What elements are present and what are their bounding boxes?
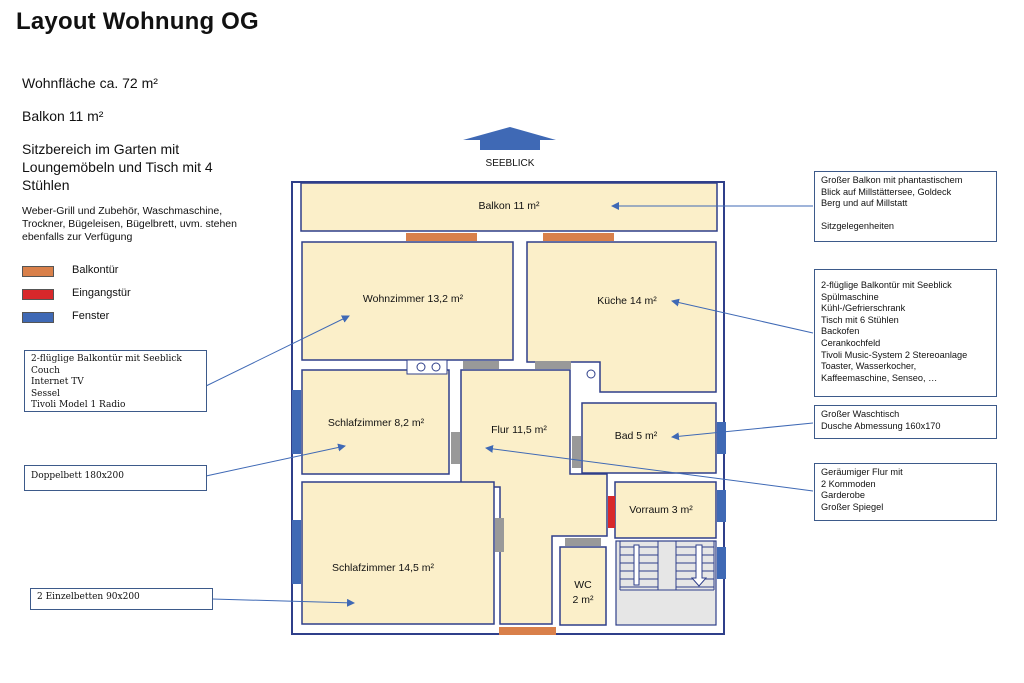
door-kueche bbox=[535, 361, 571, 369]
eingangstuer bbox=[608, 496, 615, 528]
callout-kueche-line: Spülmaschine bbox=[821, 291, 879, 302]
leader-schlafzimmer2 bbox=[211, 598, 355, 607]
callout-balkon-line: Großer Balkon mit phantastischem bbox=[821, 175, 963, 185]
room-vorraum bbox=[614, 481, 717, 539]
room-bad bbox=[581, 402, 717, 474]
callout-wohnzimmer: 2-flüglige Balkontür mit Seeblick Couch … bbox=[24, 350, 207, 412]
callout-flur-line: Garderobe bbox=[821, 490, 865, 501]
info-wohnflaeche: Wohnfläche ca. 72 m² bbox=[22, 75, 158, 91]
callout-balkon-line: Berg und auf Millstatt bbox=[821, 198, 908, 209]
info-extra-line3: ebenfalls zur Verfügung bbox=[22, 231, 133, 243]
callout-schlafzimmer1: Doppelbett 180x200 bbox=[24, 465, 207, 491]
legend-swatch-eingangstuer bbox=[22, 289, 54, 300]
seeblick-arrow-icon bbox=[463, 127, 556, 150]
info-extra-line1: Weber-Grill und Zubehör, Waschmaschine, bbox=[22, 205, 223, 217]
room-schlafzimmer1 bbox=[301, 369, 450, 475]
legend-label-balkontuer: Balkontür bbox=[72, 264, 119, 276]
info-sitz-line3: Stühlen bbox=[22, 177, 70, 193]
callout-balkon: Großer Balkon mit phantastischem Blick a… bbox=[814, 171, 997, 242]
callout-kueche-line: Toaster, Wasserkocher, bbox=[821, 361, 917, 372]
callout-wohnzimmer-line: Tivoli Model 1 Radio bbox=[31, 400, 126, 411]
callout-flur-line: Geräumiger Flur mit bbox=[821, 467, 903, 477]
leader-schlafzimmer1 bbox=[205, 443, 346, 477]
leader-bad bbox=[671, 422, 814, 441]
door-schlafzimmer2 bbox=[495, 518, 504, 552]
seeblick-label: SEEBLICK bbox=[486, 158, 535, 169]
room-wohnzimmer bbox=[301, 241, 514, 361]
room-label-schlafzimmer1: Schlafzimmer 8,2 m² bbox=[328, 417, 425, 429]
fenster-schlafzimmer1 bbox=[292, 390, 301, 454]
callout-wohnzimmer-line: Sessel bbox=[31, 388, 60, 399]
fenster-bad bbox=[717, 422, 726, 454]
room-label-schlafzimmer2: Schlafzimmer 14,5 m² bbox=[332, 562, 435, 574]
callout-kueche-line: Kühl-/Gefrierschrank bbox=[821, 303, 906, 314]
door-wohnzimmer bbox=[463, 361, 499, 369]
callout-balkon-line: Sitzgelegenheiten bbox=[821, 221, 895, 232]
stair-handrail-left bbox=[633, 544, 640, 586]
info-sitz-line1: Sitzbereich im Garten mit bbox=[22, 141, 180, 157]
door-bad bbox=[572, 436, 581, 468]
room-label-kueche: Küche 14 m² bbox=[597, 295, 657, 307]
room-label-balkon: Balkon 11 m² bbox=[478, 200, 540, 212]
callout-wohnzimmer-line: 2-flüglige Balkontür mit Seeblick bbox=[31, 354, 182, 364]
callout-bad-line: Großer Waschtisch bbox=[821, 409, 900, 419]
balkontuer-wohnzimmer bbox=[406, 233, 477, 241]
room-label-vorraum: Vorraum 3 m² bbox=[629, 504, 693, 516]
room-kueche bbox=[526, 241, 717, 393]
callout-kueche-line: Tivoli Music-System 2 Stereoanlage bbox=[821, 349, 968, 360]
callout-balkon-line: Blick auf Millstättersee, Goldeck bbox=[821, 186, 952, 197]
callout-schlafzimmer2: 2 Einzelbetten 90x200 bbox=[30, 588, 213, 610]
callout-kueche: 2-flüglige Balkontür mit Seeblick Spülma… bbox=[814, 269, 997, 397]
page-title: Layout Wohnung OG bbox=[16, 8, 259, 35]
legend-swatch-balkontuer bbox=[22, 266, 54, 277]
info-sitzbereich: Sitzbereich im Garten mit Loungemöbeln u… bbox=[22, 140, 213, 194]
sink-basin-left bbox=[416, 362, 426, 372]
fenster-schlafzimmer2 bbox=[292, 520, 301, 584]
stair-down-arrow-icon bbox=[690, 544, 708, 587]
room-label-flur: Flur 11,5 m² bbox=[491, 424, 547, 436]
door-schlafzimmer1 bbox=[451, 432, 460, 464]
legend-swatch-fenster bbox=[22, 312, 54, 323]
balkontuer-kueche bbox=[543, 233, 614, 241]
room-schlafzimmer2 bbox=[301, 481, 495, 625]
toilet-icon bbox=[586, 369, 596, 379]
room-label-wc-line1: WC bbox=[574, 579, 592, 591]
fenster-stair bbox=[717, 547, 726, 579]
info-balkon: Balkon 11 m² bbox=[22, 108, 104, 124]
callout-kueche-line: Cerankochfeld bbox=[821, 337, 881, 348]
callout-kueche-line: Kaffeemaschine, Senseo, … bbox=[821, 372, 938, 383]
callout-kueche-line: Tisch mit 6 Stühlen bbox=[821, 314, 899, 325]
leader-kueche bbox=[671, 298, 814, 334]
callout-flur: Geräumiger Flur mit 2 Kommoden Garderobe… bbox=[814, 463, 997, 521]
balkontuer-schlafzimmer2 bbox=[499, 627, 556, 635]
callout-kueche-line: 2-flüglige Balkontür mit Seeblick bbox=[821, 280, 952, 290]
callout-balkon-line bbox=[821, 210, 990, 222]
door-wc bbox=[565, 538, 601, 546]
callout-wohnzimmer-line: Internet TV bbox=[31, 377, 84, 388]
callout-wohnzimmer-line: Couch bbox=[31, 365, 60, 376]
info-extra-line2: Trockner, Bügeleisen, Bügelbrett, uvm. s… bbox=[22, 218, 237, 230]
room-wc bbox=[559, 546, 607, 626]
legend-label-eingangstuer: Eingangstür bbox=[72, 287, 131, 299]
room-label-bad: Bad 5 m² bbox=[615, 430, 658, 442]
callout-bad: Großer Waschtisch Dusche Abmessung 160x1… bbox=[814, 405, 997, 439]
sink-basin-right bbox=[431, 362, 441, 372]
fenster-vorraum bbox=[717, 490, 726, 522]
leader-wohnzimmer bbox=[205, 315, 350, 387]
room-label-wc-line2: 2 m² bbox=[573, 594, 595, 606]
callout-schlafzimmer1-line: Doppelbett 180x200 bbox=[31, 471, 124, 481]
callout-kueche-line: Backofen bbox=[821, 326, 860, 337]
info-sitz-line2: Loungemöbeln und Tisch mit 4 bbox=[22, 159, 213, 175]
info-extras: Weber-Grill und Zubehör, Waschmaschine, … bbox=[22, 205, 237, 244]
room-label-wohnzimmer: Wohnzimmer 13,2 m² bbox=[363, 293, 464, 305]
legend-label-fenster: Fenster bbox=[72, 310, 110, 322]
callout-schlafzimmer2-line: 2 Einzelbetten 90x200 bbox=[37, 592, 140, 602]
callout-flur-line: Großer Spiegel bbox=[821, 501, 884, 512]
callout-bad-line: Dusche Abmessung 160x170 bbox=[821, 420, 941, 431]
room-balkon bbox=[300, 182, 718, 232]
sink bbox=[406, 359, 448, 375]
callout-flur-line: 2 Kommoden bbox=[821, 478, 876, 489]
leader-flur bbox=[485, 444, 814, 492]
